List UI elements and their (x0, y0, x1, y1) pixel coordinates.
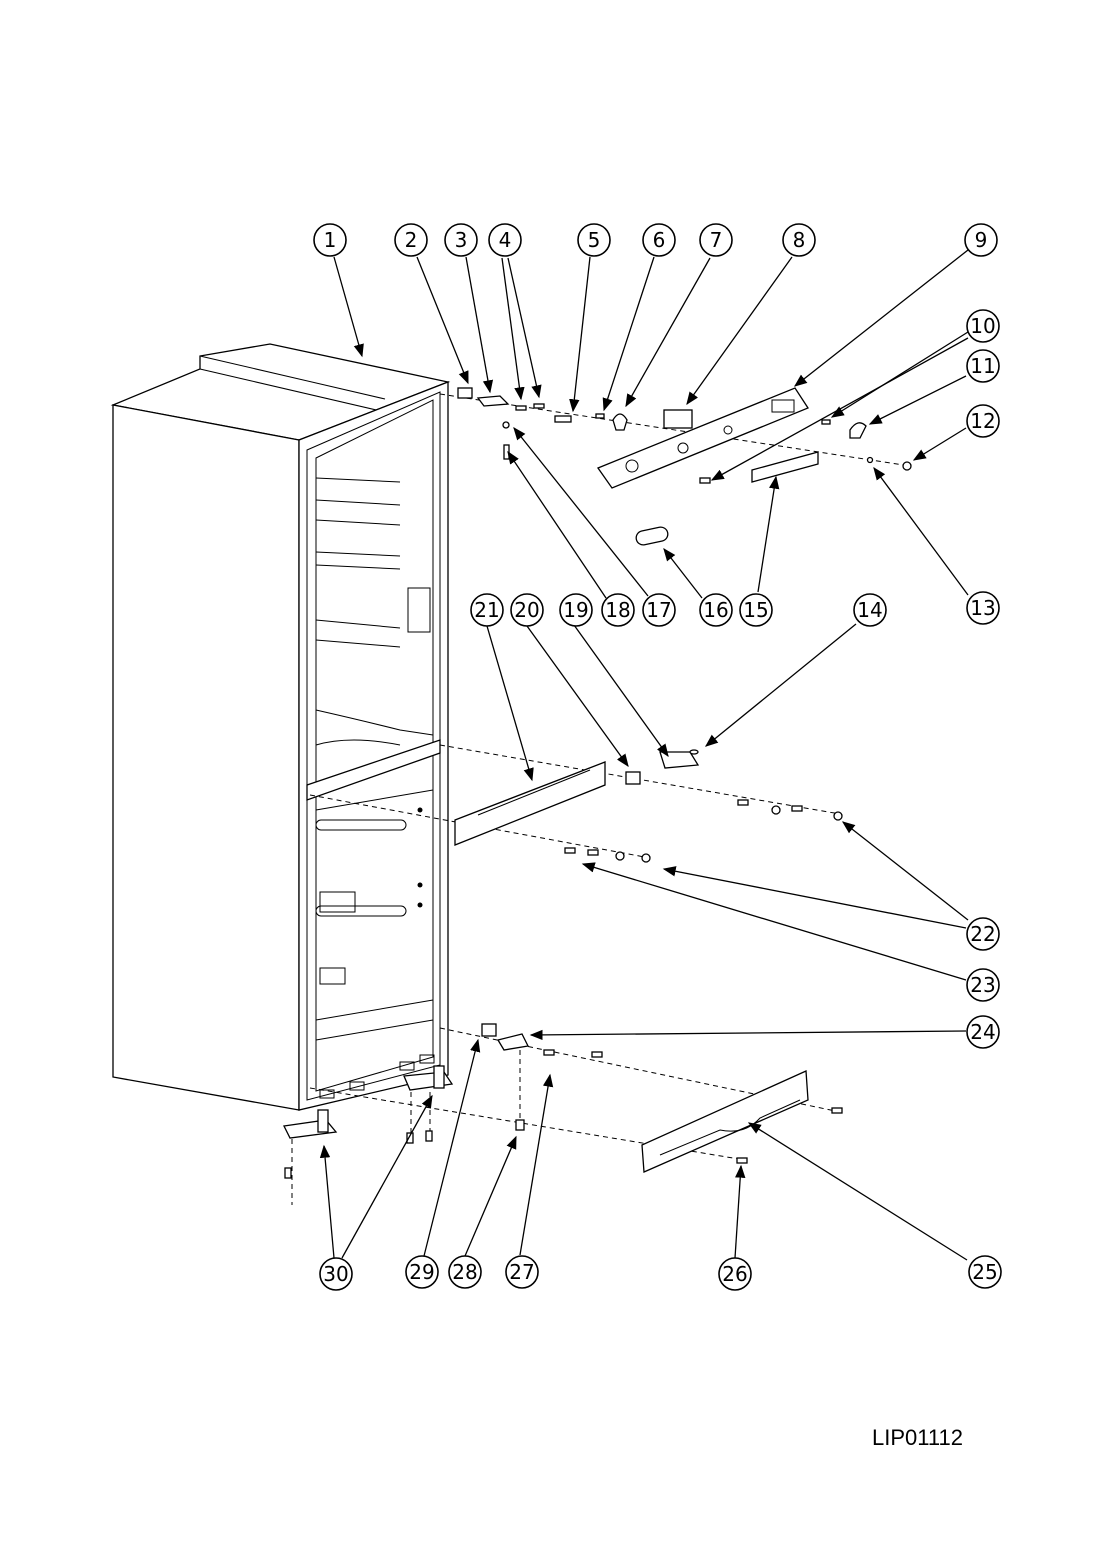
callout-label: 20 (514, 598, 539, 622)
callout-22: 22 (966, 917, 1000, 951)
callout-label: 10 (970, 314, 995, 338)
callout-21: 21 (470, 593, 504, 627)
callout-label: 28 (452, 1260, 477, 1284)
callout-label: 21 (474, 598, 499, 622)
callout-label: 25 (972, 1260, 997, 1284)
callout-label: 1 (324, 228, 337, 252)
callout-9: 9 (964, 223, 998, 257)
callout-6: 6 (642, 223, 676, 257)
callout-17: 17 (642, 593, 676, 627)
callout-label: 30 (323, 1262, 348, 1286)
callout-11: 11 (966, 349, 1000, 383)
callout-12: 12 (966, 404, 1000, 438)
callout-label: 14 (857, 598, 882, 622)
callout-label: 26 (722, 1262, 747, 1286)
middle-hinge-assembly (309, 744, 843, 863)
callout-15: 15 (739, 593, 773, 627)
callout-28: 28 (448, 1255, 482, 1289)
callout-7: 7 (699, 223, 733, 257)
callout-25: 25 (968, 1255, 1002, 1289)
callout-24: 24 (966, 1015, 1000, 1049)
callout-label: 8 (793, 228, 806, 252)
control-panel (596, 387, 912, 546)
callout-3: 3 (444, 223, 478, 257)
callout-label: 29 (409, 1260, 434, 1284)
callout-23: 23 (966, 968, 1000, 1002)
callout-label: 6 (653, 228, 666, 252)
callout-label: 18 (605, 598, 630, 622)
callout-4: 4 (488, 223, 522, 257)
callout-5: 5 (577, 223, 611, 257)
callout-29: 29 (405, 1255, 439, 1289)
callout-label: 13 (970, 596, 995, 620)
callout-label: 24 (970, 1020, 995, 1044)
callout-label: 15 (743, 598, 768, 622)
callout-26: 26 (718, 1257, 752, 1291)
callout-label: 23 (970, 973, 995, 997)
callout-18: 18 (601, 593, 635, 627)
callout-8: 8 (782, 223, 816, 257)
cabinet (110, 343, 451, 1111)
callout-label: 27 (509, 1260, 534, 1284)
callout-27: 27 (505, 1255, 539, 1289)
drawing-code: LIP01112 (872, 1425, 963, 1450)
callout-label: 4 (499, 228, 512, 252)
callout-label: 9 (975, 228, 988, 252)
callout-label: 16 (703, 598, 728, 622)
callout-14: 14 (853, 593, 887, 627)
callout-label: 2 (405, 228, 418, 252)
leader-lines (319, 249, 969, 1261)
callout-10: 10 (966, 309, 1000, 343)
callout-label: 5 (588, 228, 601, 252)
callout-16: 16 (699, 593, 733, 627)
callout-30: 30 (319, 1257, 353, 1291)
callout-label: 12 (970, 409, 995, 433)
callout-label: 22 (970, 922, 995, 946)
top-hinge-assembly (439, 387, 911, 467)
callout-19: 19 (559, 593, 593, 627)
callout-label: 7 (710, 228, 723, 252)
callout-label: 11 (970, 354, 995, 378)
callout-label: 17 (646, 598, 671, 622)
callout-label: 19 (563, 598, 588, 622)
bottom-hinge-assembly (283, 1023, 843, 1205)
callout-1: 1 (313, 223, 347, 257)
callout-13: 13 (966, 591, 1000, 625)
callout-2: 2 (394, 223, 428, 257)
callout-20: 20 (510, 593, 544, 627)
callout-label: 3 (455, 228, 468, 252)
